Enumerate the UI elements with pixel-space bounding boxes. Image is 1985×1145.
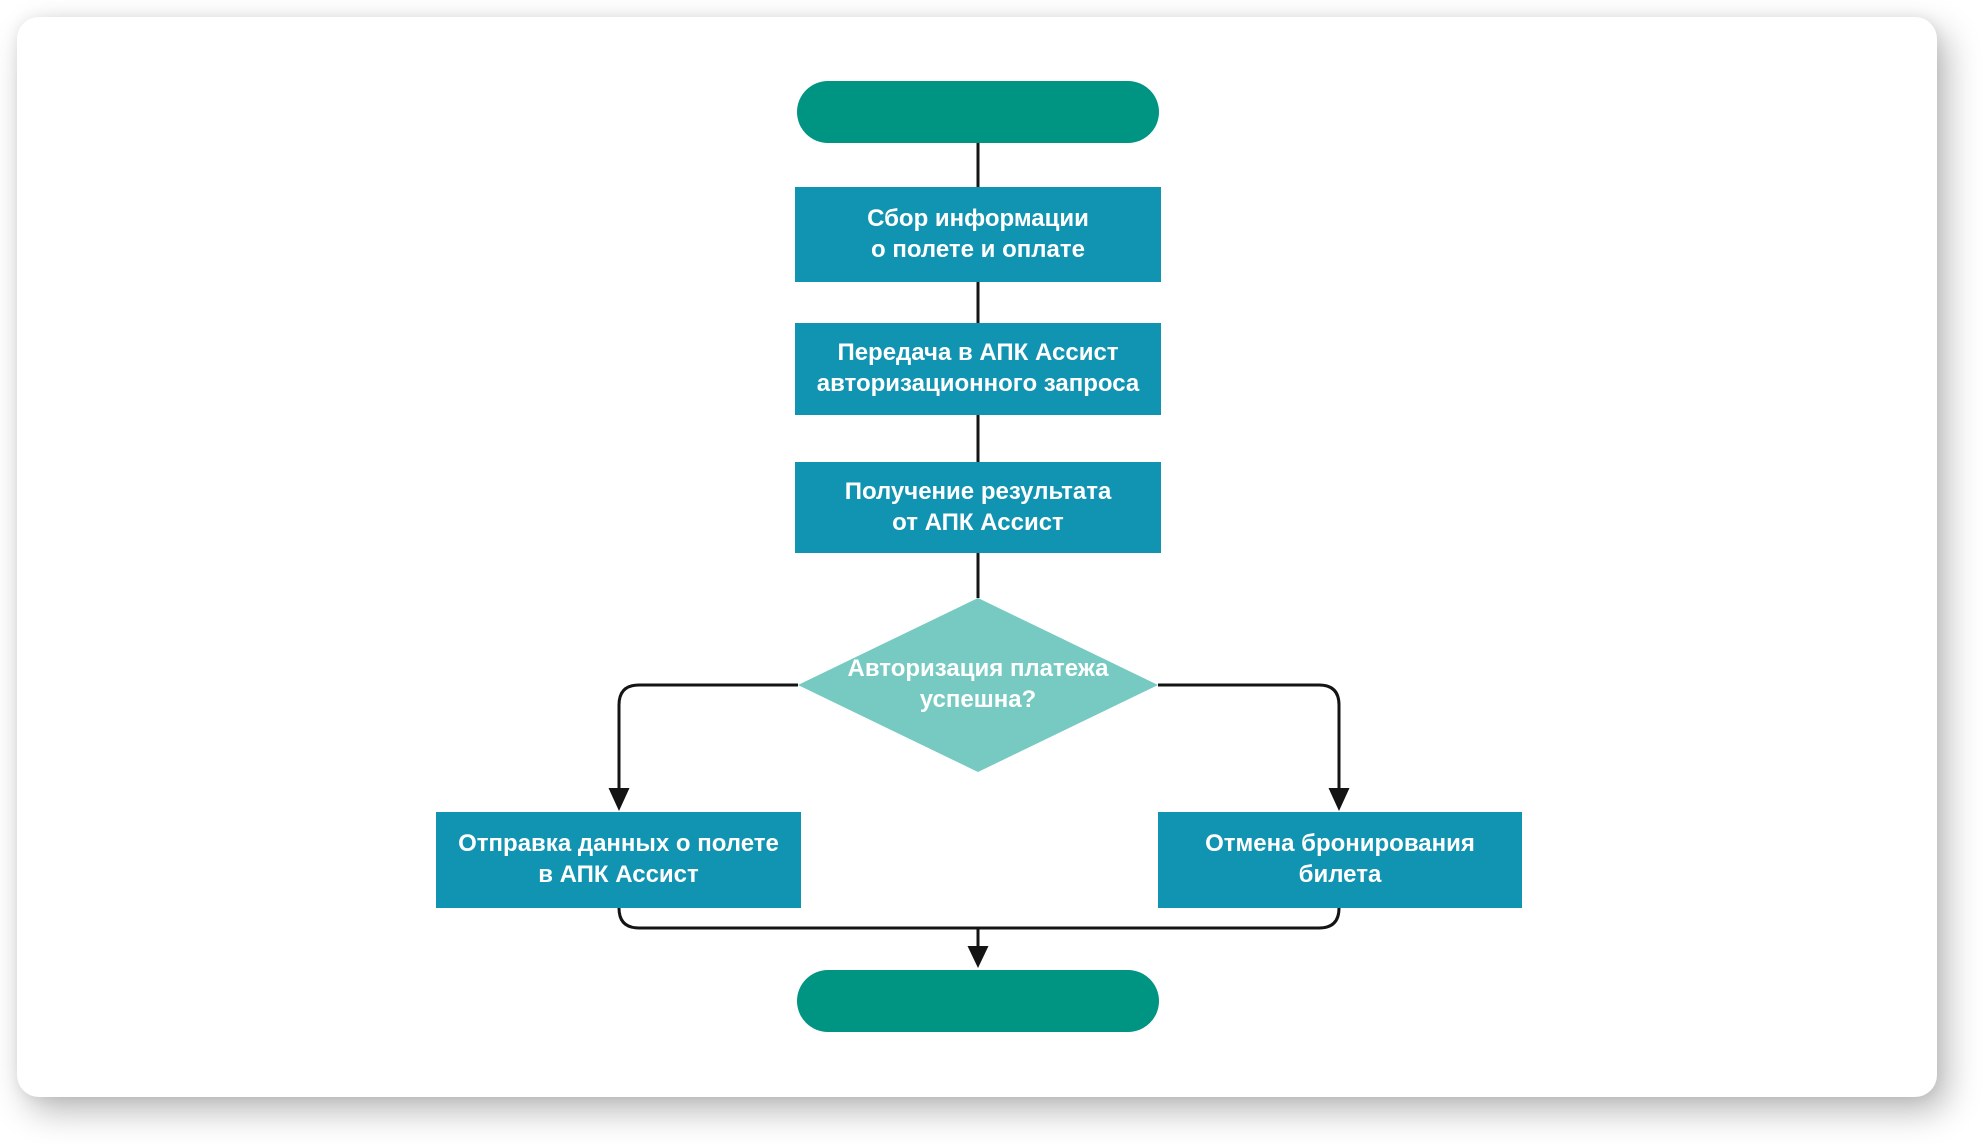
- decision-auth-success-node: Авторизация платежа успешна?: [798, 598, 1158, 772]
- process-send-flight-data-label: Отправка данных о полете в АПК Ассист: [458, 830, 779, 888]
- end-terminal-node: [797, 970, 1159, 1032]
- process-send-flight-data-node: Отправка данных о полете в АПК Ассист: [436, 812, 801, 908]
- arrowhead-cancel-booking: [1328, 788, 1350, 811]
- process-receive-result-label: Получение результата от АПК Ассист: [844, 477, 1112, 536]
- arrowhead-flight-data: [608, 788, 630, 811]
- connector-layer: [608, 143, 1350, 968]
- arrowhead-end: [967, 946, 989, 968]
- process-cancel-booking-node: Отмена бронирования билета: [1158, 812, 1522, 908]
- flowchart-canvas: Сбор информации о полете и оплате Переда…: [17, 17, 1937, 1097]
- edge-merge-to-end: [617, 907, 1341, 930]
- process-send-auth-request-node: Передача в АПК Ассист авторизационного з…: [795, 323, 1161, 415]
- start-terminal-node: [797, 81, 1159, 143]
- process-send-auth-request-label: Передача в АПК Ассист авторизационного з…: [816, 339, 1140, 397]
- decision-auth-success-label: Авторизация платежа успешна?: [847, 655, 1109, 713]
- edge-decision-to-flight-data: [617, 683, 798, 788]
- process-cancel-booking-label: Отмена бронирования билета: [1205, 830, 1475, 888]
- process-collect-info-node: Сбор информации о полете и оплате: [795, 187, 1161, 282]
- process-receive-result-node: Получение результата от АПК Ассист: [795, 462, 1161, 553]
- edge-decision-to-cancel-booking: [1158, 683, 1341, 788]
- process-collect-info-label: Сбор информации о полете и оплате: [867, 204, 1089, 263]
